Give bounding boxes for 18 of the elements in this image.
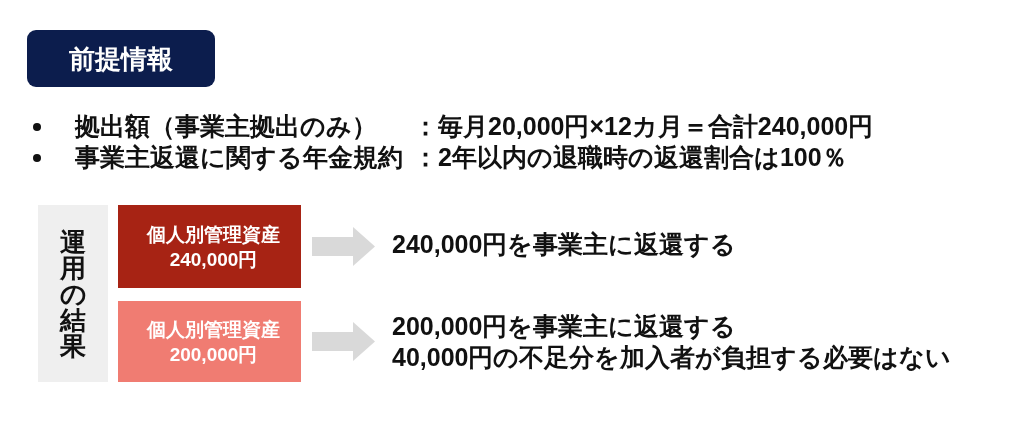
asset-box	[118, 205, 301, 288]
bullet-term: 拠出額（事業主拠出のみ）	[75, 111, 377, 142]
result-text: 40,000円の不足分を加入者が負担する必要はない	[392, 342, 952, 373]
asset-amount: 200,000円	[169, 342, 258, 367]
bullet-term: 事業主返還に関する年金規約	[75, 142, 403, 173]
asset-amount: 240,000円	[169, 247, 258, 272]
asset-label: 個人別管理資産	[147, 317, 280, 342]
block-arrow	[312, 227, 375, 266]
heading-box	[27, 30, 215, 87]
block-arrow	[312, 322, 375, 361]
bullet-value: ：毎月20,000円×12カ月＝合計240,000円	[413, 111, 874, 142]
asset-box	[118, 301, 301, 382]
band-heading: 運用の結果	[59, 228, 87, 359]
result-text: 200,000円を事業主に返還する	[392, 311, 737, 342]
result-text: 240,000円を事業主に返還する	[392, 229, 737, 260]
asset-label: 個人別管理資産	[147, 222, 280, 247]
title-text: 前提情報	[69, 42, 173, 75]
bullet-value: ：2年以内の退職時の返還割合は100％	[413, 142, 847, 173]
